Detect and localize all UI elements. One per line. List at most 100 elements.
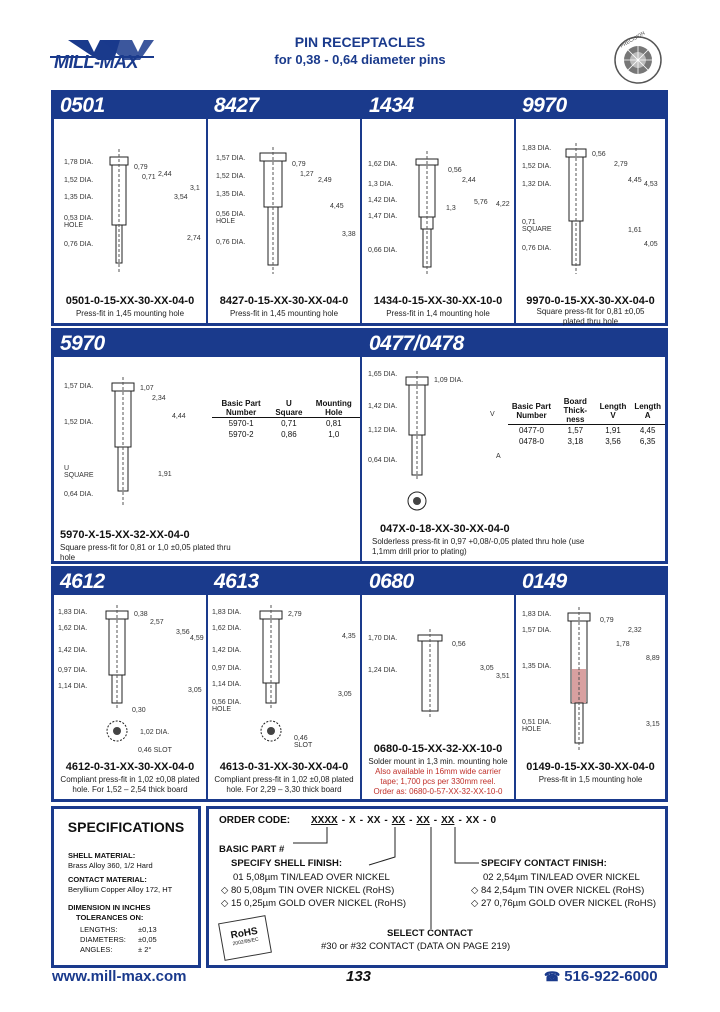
order-code-leader-lines bbox=[293, 827, 479, 929]
code-part: 0 bbox=[490, 815, 497, 826]
dim-label: 1,52 DIA. bbox=[64, 177, 94, 184]
dim-label: 0,79 bbox=[292, 161, 306, 168]
dim-label: 1,62 DIA. bbox=[212, 625, 242, 632]
table-cell: 5970-1 bbox=[228, 419, 254, 428]
dim-label: 1,07 bbox=[140, 385, 154, 392]
dim-label: 1,42 DIA. bbox=[368, 197, 398, 204]
dim-label: 1,91 bbox=[158, 471, 172, 478]
part-desc-0477-0478: Solderless press-fit in 0,97 +0,08/-0,05… bbox=[372, 537, 585, 556]
table-cell: 3,18 bbox=[567, 437, 584, 446]
dim-label: 8,89 bbox=[646, 655, 660, 662]
dim-label: 2,79 bbox=[288, 611, 302, 618]
shell-finish-option: 01 5,08µm TIN/LEAD OVER NICKEL bbox=[233, 872, 390, 883]
dim-label: 1,62 DIA. bbox=[368, 161, 398, 168]
dim-label: 1,52 DIA. bbox=[522, 163, 552, 170]
footer-url[interactable]: www.mill-max.com bbox=[52, 968, 187, 985]
specifications-title: SPECIFICATIONS bbox=[67, 819, 185, 835]
pin-drawing-4612 bbox=[105, 605, 129, 742]
dim-label: 0,76 DIA. bbox=[522, 245, 552, 252]
shell-finish-option: ◇ 80 5,08µm TIN OVER NICKEL (RoHS) bbox=[221, 885, 395, 896]
logo-text: MILL-MAX bbox=[54, 52, 138, 72]
dim-label: 0,46 SLOT bbox=[138, 747, 172, 754]
part-number-0477-0478: 047X-0-18-XX-30-XX-04-0 bbox=[380, 523, 510, 535]
code-part: XX bbox=[367, 815, 381, 826]
table-cell: 0,71 bbox=[281, 419, 297, 428]
dim-label: 3,38 bbox=[342, 231, 356, 238]
shell-finish-title: SPECIFY SHELL FINISH: bbox=[231, 858, 343, 869]
part-title-0149: 0149 bbox=[522, 570, 567, 593]
dim-label: 3,54 bbox=[174, 194, 188, 201]
row3-bar: 4612 4613 0680 0149 bbox=[54, 569, 665, 595]
dim-label: 1,35 DIA. bbox=[216, 191, 246, 198]
dim-label: 1,83 DIA. bbox=[58, 609, 88, 616]
table-header: Basic Part Number bbox=[212, 399, 271, 418]
table-cell: 6,35 bbox=[639, 437, 656, 446]
part-desc-0501: Press-fit in 1,45 mounting hole bbox=[75, 309, 185, 318]
dim-label: 4,45 bbox=[628, 177, 642, 184]
dim-label: 0,38 bbox=[134, 611, 148, 618]
page-title: PIN RECEPTACLES bbox=[294, 34, 426, 50]
dim-label: 1,42 DIA. bbox=[212, 647, 242, 654]
part-card-0477-0478: 1,65 DIA. 1,42 DIA. 1,12 DIA. 0,64 DIA. … bbox=[362, 357, 665, 561]
contact-material-label: CONTACT MATERIAL: bbox=[68, 875, 147, 884]
dim-label: 1,27 bbox=[300, 171, 314, 178]
divider bbox=[360, 331, 362, 561]
part-title-4613: 4613 bbox=[214, 570, 259, 593]
dim-label: 0,64 DIA. bbox=[64, 491, 94, 498]
part-title-0477-0478: 0477/0478 bbox=[369, 332, 464, 355]
code-sep: - bbox=[409, 815, 413, 826]
part-desc-5970: Square press-fit for 0,81 or 1,0 ±0,05 p… bbox=[60, 543, 231, 562]
dim-label: 0,76 DIA. bbox=[216, 239, 246, 246]
pin-drawing-9970 bbox=[565, 143, 587, 274]
divider bbox=[206, 93, 208, 323]
table-row: 0478-0 3,18 3,56 6,35 bbox=[508, 436, 665, 447]
part-title-4612: 4612 bbox=[60, 570, 105, 593]
dim-label: 4,53 bbox=[644, 181, 658, 188]
part-title-9970: 9970 bbox=[522, 94, 567, 117]
pin-drawing-1434 bbox=[415, 151, 439, 274]
dim-label: 1,52 DIA. bbox=[64, 419, 94, 426]
table-header: Mounting Hole bbox=[307, 399, 360, 418]
shell-finish-option: ◇ 15 0,25µm GOLD OVER NICKEL (RoHS) bbox=[221, 898, 407, 909]
specifications-box: SPECIFICATIONS SHELL MATERIAL: Brass All… bbox=[51, 806, 201, 968]
dim-label: 1,35 DIA. bbox=[64, 194, 94, 201]
dim-label: 0,53 DIA. HOLE bbox=[64, 215, 94, 229]
dim-label: 1,42 DIA. bbox=[368, 403, 398, 410]
dim-label: 1,57 DIA. bbox=[522, 627, 552, 634]
part-number-4613: 4613-0-31-XX-30-XX-04-0 bbox=[219, 761, 349, 773]
contact-finish-option: ◇ 84 2,54µm TIN OVER NICKEL (RoHS) bbox=[471, 885, 645, 896]
divider bbox=[206, 569, 208, 799]
dim-label: 1,61 bbox=[628, 227, 642, 234]
part-card-4612: 1,83 DIA. 1,62 DIA. 1,42 DIA. 0,97 DIA. … bbox=[54, 595, 206, 799]
dim-label: 1,14 DIA. bbox=[212, 681, 242, 688]
pin-drawing-0149 bbox=[567, 607, 591, 751]
table-header: Basic Part Number bbox=[508, 397, 555, 425]
dim-label: 0,56 bbox=[448, 167, 462, 174]
dim-label: 1,83 DIA. bbox=[212, 609, 242, 616]
part-desc-1434: Press-fit in 1,4 mounting hole bbox=[386, 309, 490, 318]
footer-phone: ☎ 516-922-6000 bbox=[544, 968, 658, 985]
part-title-0680: 0680 bbox=[369, 570, 414, 593]
dim-label: 0,30 bbox=[132, 707, 146, 714]
code-part: XX bbox=[416, 815, 430, 826]
phone-icon: ☎ bbox=[544, 968, 561, 984]
part-number-0149: 0149-0-15-XX-30-XX-04-0 bbox=[526, 761, 655, 773]
shell-material-label: SHELL MATERIAL: bbox=[68, 851, 136, 860]
pin-drawing-0501 bbox=[109, 149, 129, 274]
order-code-label: ORDER CODE: bbox=[219, 815, 291, 826]
code-sep: - bbox=[458, 815, 462, 826]
dim-label: 1,47 DIA. bbox=[368, 213, 398, 220]
dim-label: 1,78 bbox=[616, 641, 630, 648]
dim-label: 2,44 bbox=[462, 177, 476, 184]
tol-diameter-value: ±0,05 bbox=[138, 935, 157, 944]
code-part: XX bbox=[465, 815, 480, 826]
dim-label: 0,71 bbox=[142, 174, 156, 181]
table-row: 5970-1 0,71 0,81 bbox=[212, 418, 360, 430]
dim-label: 4,35 bbox=[342, 633, 356, 640]
code-sep: - bbox=[384, 815, 388, 826]
dim-label: 3,56 bbox=[176, 629, 190, 636]
tol-length-label: LENGTHS: bbox=[80, 925, 118, 934]
table-cell: 1,0 bbox=[328, 430, 340, 439]
tol-length-value: ±0,13 bbox=[138, 925, 157, 934]
dim-label: 2,44 bbox=[158, 171, 172, 178]
